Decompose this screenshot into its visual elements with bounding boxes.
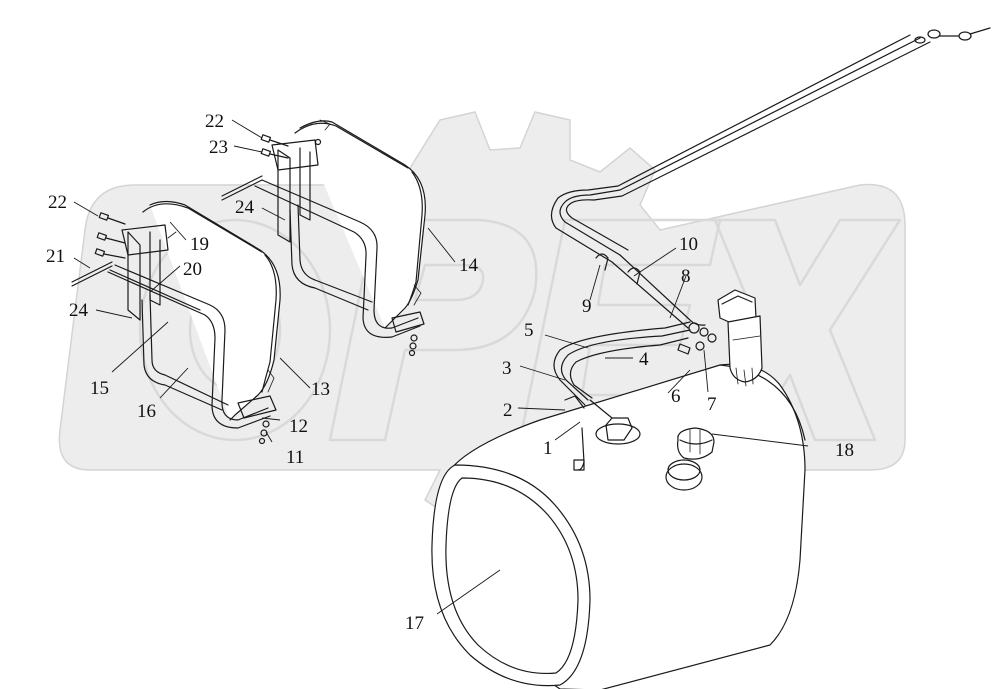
left-nut xyxy=(262,420,270,428)
clip-9 xyxy=(595,253,609,271)
callout-21: 21 xyxy=(46,246,65,267)
right-bracket-assembly xyxy=(221,119,426,357)
fuel-filter xyxy=(717,289,763,387)
watermark-letter-x xyxy=(688,218,902,442)
filter-bowl xyxy=(727,315,763,383)
sender-flange xyxy=(595,423,641,445)
fuel-tank xyxy=(431,363,806,689)
left-bolts xyxy=(94,212,126,259)
callout-7: 7 xyxy=(707,394,717,415)
callout-3: 3 xyxy=(502,358,512,379)
filler-ring xyxy=(665,463,703,491)
left-frame xyxy=(114,264,269,421)
tank-end-cap xyxy=(431,464,591,687)
callout-9: 9 xyxy=(582,296,592,317)
callout-5: 5 xyxy=(524,320,534,341)
callout-13: 13 xyxy=(311,379,330,400)
callout-8: 8 xyxy=(681,266,691,287)
callout-18: 18 xyxy=(835,440,854,461)
callout-1: 1 xyxy=(543,438,553,459)
callout-22-left: 22 xyxy=(48,192,67,213)
callout-10: 10 xyxy=(679,234,698,255)
fuel-line-long-upper xyxy=(559,37,921,256)
left-bracket-assembly xyxy=(71,200,281,445)
callout-6: 6 xyxy=(671,386,681,407)
watermark-letter-o xyxy=(138,218,332,442)
callout-24-right: 24 xyxy=(235,197,255,218)
callout-11: 11 xyxy=(286,447,304,468)
leader-lines xyxy=(73,119,809,615)
callout-16: 16 xyxy=(137,401,156,422)
callout-12: 12 xyxy=(289,416,308,437)
left-post xyxy=(127,231,141,321)
callout-24-left: 24 xyxy=(69,300,89,321)
callout-labels: 1 2 3 4 5 6 7 8 9 10 11 12 13 14 15 16 1… xyxy=(46,111,854,634)
left-rod xyxy=(71,261,113,283)
callout-23: 23 xyxy=(209,137,228,158)
right-frame xyxy=(261,179,419,329)
callout-17: 17 xyxy=(405,613,424,634)
left-strap-panel xyxy=(149,200,281,421)
callout-15: 15 xyxy=(90,378,109,399)
watermark-letter-p xyxy=(328,218,538,442)
fuel-lines xyxy=(550,27,991,419)
callout-14: 14 xyxy=(459,255,479,276)
callout-19: 19 xyxy=(190,234,209,255)
right-bolts xyxy=(260,134,322,159)
callout-22-right: 22 xyxy=(205,111,224,132)
callout-4: 4 xyxy=(639,349,649,370)
callout-2: 2 xyxy=(503,400,513,421)
callout-20: 20 xyxy=(183,259,202,280)
